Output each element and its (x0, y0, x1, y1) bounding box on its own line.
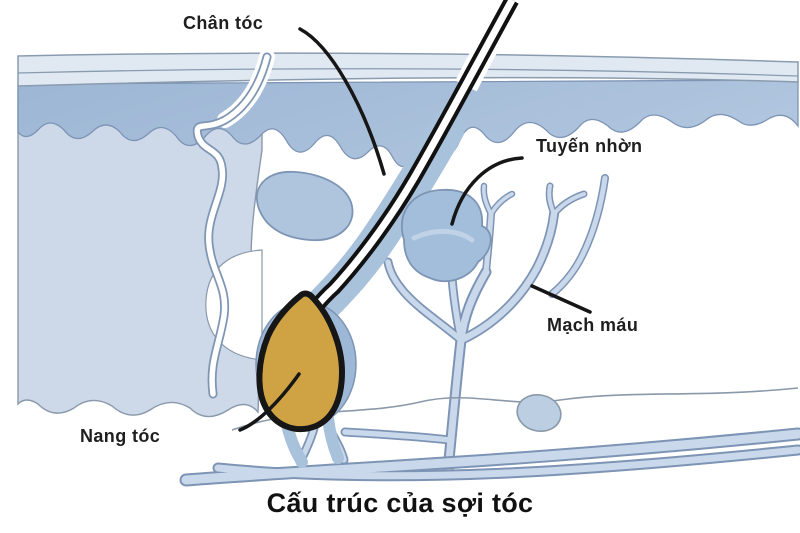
skin-surface-line (17, 68, 799, 77)
fat-cell (516, 394, 562, 432)
leader-nang-toc (238, 372, 301, 432)
horizontal-blood-vessels (179, 427, 800, 487)
sweat-duct-channel (194, 54, 270, 397)
hair-shaft-core (312, 0, 516, 311)
figure-title: Cấu trúc của sợi tóc (266, 488, 534, 518)
leader-chan-toc (298, 27, 386, 176)
sebaceous-gland-highlight (411, 229, 475, 243)
follicle-sheath-leg-right (322, 412, 344, 464)
leader-mach-mau (530, 284, 592, 314)
label-hair-shaft: Chân tóc (183, 13, 264, 33)
label-sebaceous-gland: Tuyến nhờn (536, 136, 643, 156)
blood-vessel-tree (297, 175, 608, 474)
epidermis-layer (17, 79, 799, 168)
sebaceous-gland (401, 189, 492, 283)
left-gland-blob (255, 171, 354, 241)
label-hair-follicle: Nang tóc (80, 426, 161, 446)
leader-tuyen-nhon (450, 156, 524, 226)
hair-bulb (256, 290, 345, 433)
label-blood-vessel: Mạch máu (547, 315, 639, 335)
